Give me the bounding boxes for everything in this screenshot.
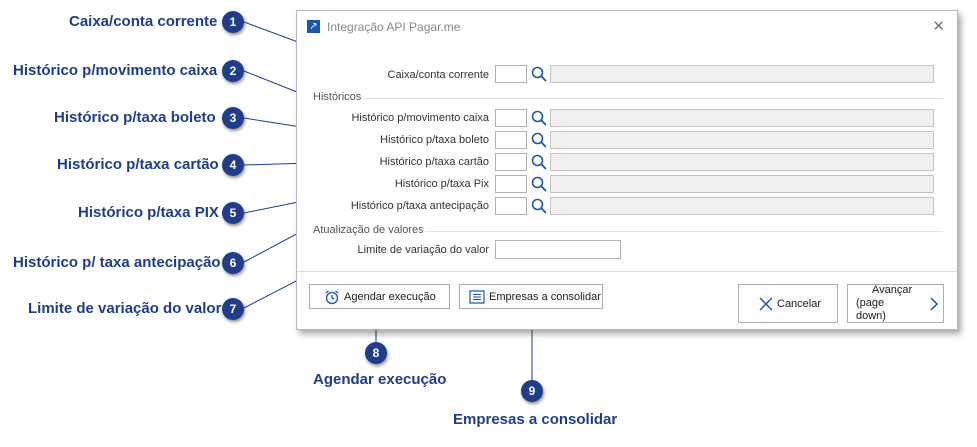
atualizacao-divider bbox=[425, 231, 943, 232]
antecipacao-code-input[interactable] bbox=[495, 197, 527, 215]
caixa-search-icon[interactable] bbox=[530, 65, 548, 83]
title-bar: ↗ Integração API Pagar.me ✕ bbox=[297, 11, 957, 41]
pix-label: Histórico p/taxa Pix bbox=[394, 178, 489, 190]
empresas-consolidar-label: Empresas a consolidar bbox=[489, 290, 601, 303]
pix-search-icon[interactable] bbox=[530, 175, 548, 193]
app-icon: ↗ bbox=[307, 20, 320, 33]
agendar-execucao-label: Agendar execução bbox=[344, 290, 436, 303]
annotation-label-6: Histórico p/ taxa antecipação bbox=[13, 254, 221, 271]
caixa-code-input[interactable] bbox=[495, 65, 527, 83]
cartao-code-input[interactable] bbox=[495, 153, 527, 171]
caixa-label: Caixa/conta corrente bbox=[387, 69, 490, 81]
annotation-badge-1: 1 bbox=[222, 11, 244, 33]
antecipacao-search-icon[interactable] bbox=[530, 197, 548, 215]
limite-input[interactable] bbox=[495, 240, 621, 259]
chevron-right-icon bbox=[929, 296, 939, 312]
footer-divider bbox=[297, 271, 957, 272]
list-icon bbox=[469, 289, 485, 304]
cancelar-button[interactable]: Cancelar bbox=[738, 284, 838, 323]
alarm-clock-icon bbox=[324, 289, 340, 305]
dialog-window: ↗ Integração API Pagar.me ✕ Caixa/conta … bbox=[296, 10, 958, 330]
annotation-badge-2: 2 bbox=[222, 60, 244, 82]
empresas-consolidar-button[interactable]: Empresas a consolidar bbox=[459, 284, 603, 309]
annotation-label-3: Histórico p/taxa boleto bbox=[54, 109, 216, 126]
boleto-description-field bbox=[550, 131, 934, 149]
annotation-badge-5: 5 bbox=[222, 202, 244, 224]
historicos-section-title: Históricos bbox=[313, 91, 362, 103]
historicos-divider bbox=[363, 98, 943, 99]
movimento-label: Histórico p/movimento caixa bbox=[351, 112, 489, 124]
antecipacao-label: Histórico p/taxa antecipação bbox=[350, 200, 489, 212]
avancar-label: Avançar bbox=[872, 284, 913, 296]
cancelar-label: Cancelar bbox=[777, 297, 822, 310]
avancar-label-group: Avançar (page down) bbox=[856, 284, 915, 323]
annotation-badge-4: 4 bbox=[222, 154, 244, 176]
limite-label: Limite de variação do valor bbox=[357, 244, 489, 256]
annotation-badge-7: 7 bbox=[222, 298, 244, 320]
avancar-button[interactable]: Avançar (page down) bbox=[847, 284, 944, 323]
annotation-label-9: Empresas a consolidar bbox=[453, 411, 618, 428]
annotation-badge-8: 8 bbox=[365, 342, 387, 364]
cartao-description-field bbox=[550, 153, 934, 171]
boleto-search-icon[interactable] bbox=[530, 131, 548, 149]
cancel-x-icon bbox=[759, 297, 773, 311]
annotation-badge-6: 6 bbox=[222, 252, 244, 274]
boleto-label: Histórico p/taxa boleto bbox=[380, 134, 489, 146]
annotation-badge-3: 3 bbox=[222, 107, 244, 129]
dialog-title: Integração API Pagar.me bbox=[327, 20, 461, 34]
atualizacao-section-title: Atualização de valores bbox=[313, 224, 424, 236]
annotation-label-8: Agendar execução bbox=[313, 371, 447, 388]
pix-description-field bbox=[550, 175, 934, 193]
movimento-search-icon[interactable] bbox=[530, 109, 548, 127]
agendar-execucao-button[interactable]: Agendar execução bbox=[309, 284, 450, 309]
annotation-label-7: Limite de variação do valor bbox=[28, 300, 222, 317]
cartao-search-icon[interactable] bbox=[530, 153, 548, 171]
pix-code-input[interactable] bbox=[495, 175, 527, 193]
annotation-label-1: Caixa/conta corrente bbox=[69, 13, 218, 30]
close-icon[interactable]: ✕ bbox=[932, 18, 945, 35]
annotation-label-4: Histórico p/taxa cartão bbox=[57, 156, 219, 173]
antecipacao-description-field bbox=[550, 197, 934, 215]
caixa-description-field bbox=[550, 65, 934, 83]
movimento-code-input[interactable] bbox=[495, 109, 527, 127]
annotation-badge-9: 9 bbox=[521, 380, 543, 402]
movimento-description-field bbox=[550, 109, 934, 127]
boleto-code-input[interactable] bbox=[495, 131, 527, 149]
avancar-shortcut-label: (page down) bbox=[856, 297, 886, 322]
annotation-label-2: Histórico p/movimento caixa bbox=[13, 62, 218, 79]
cartao-label: Histórico p/taxa cartão bbox=[379, 156, 489, 168]
annotation-label-5: Histórico p/taxa PIX bbox=[78, 204, 219, 221]
